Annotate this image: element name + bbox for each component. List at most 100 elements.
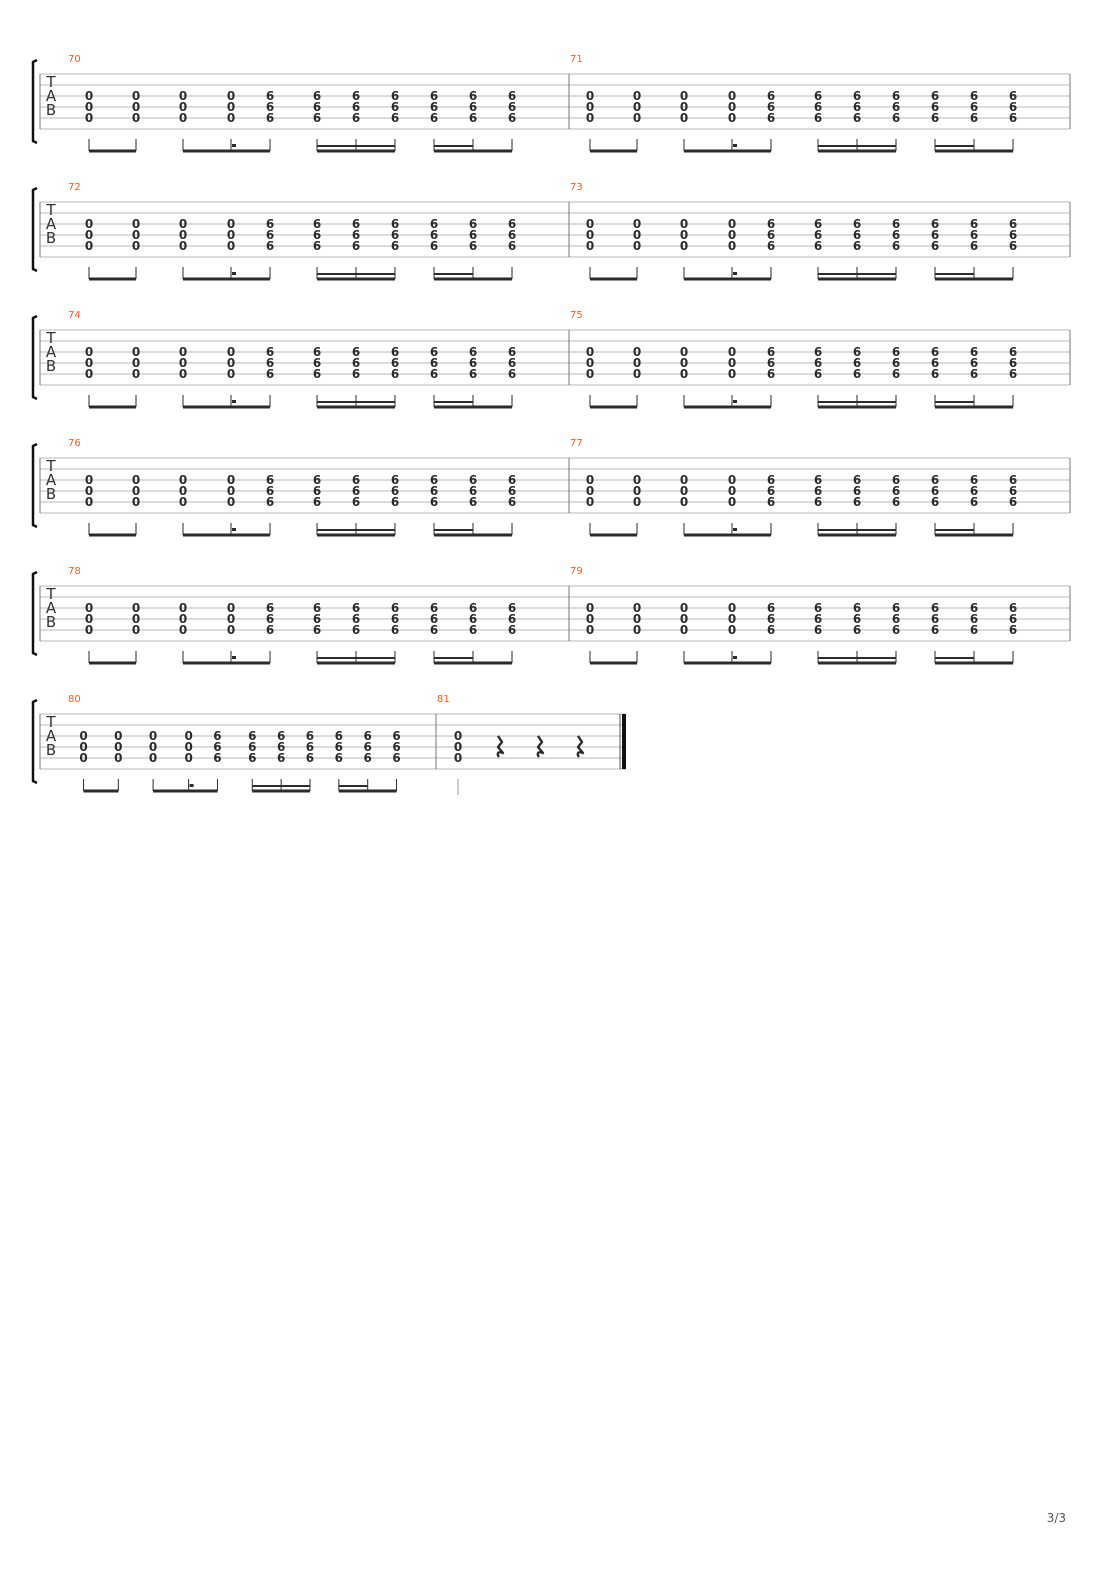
fret-number: 6	[352, 473, 360, 487]
fret-number: 0	[586, 484, 594, 498]
fret-number: 6	[392, 740, 400, 754]
fret-number: 0	[586, 623, 594, 637]
fret-number: 0	[680, 612, 688, 626]
fret-number: 6	[814, 601, 822, 615]
fret-number: 0	[227, 217, 235, 231]
fret-number: 6	[931, 484, 939, 498]
fret-number: 0	[633, 612, 641, 626]
tab-clef-letter: A	[46, 343, 57, 361]
fret-number: 6	[352, 345, 360, 359]
fret-number: 0	[728, 623, 736, 637]
fret-number: 6	[313, 100, 321, 114]
fret-number: 6	[313, 111, 321, 125]
fret-number: 0	[132, 612, 140, 626]
fret-number: 6	[313, 356, 321, 370]
fret-number: 0	[728, 484, 736, 498]
tab-system: TAB7000000000000066666666666666666666671…	[31, 54, 1071, 153]
fret-number: 6	[1009, 612, 1017, 626]
tab-clef-letter: T	[45, 329, 56, 347]
fret-number: 6	[1009, 217, 1017, 231]
fret-number: 6	[391, 367, 399, 381]
fret-number: 6	[892, 111, 900, 125]
fret-number: 0	[680, 111, 688, 125]
fret-number: 6	[248, 740, 256, 754]
fret-number: 0	[179, 89, 187, 103]
fret-number: 6	[313, 623, 321, 637]
fret-number: 6	[313, 367, 321, 381]
fret-number: 0	[85, 484, 93, 498]
fret-number: 6	[508, 111, 516, 125]
fret-number: 6	[352, 367, 360, 381]
fret-number: 6	[892, 239, 900, 253]
fret-number: 0	[728, 612, 736, 626]
fret-number: 0	[179, 217, 187, 231]
fret-number: 0	[179, 111, 187, 125]
fret-number: 6	[970, 228, 978, 242]
fret-number: 6	[931, 100, 939, 114]
fret-number: 0	[85, 601, 93, 615]
tab-clef-letter: T	[45, 73, 56, 91]
fret-number: 6	[430, 239, 438, 253]
fret-number: 0	[586, 612, 594, 626]
fret-number: 0	[132, 228, 140, 242]
fret-number: 6	[352, 89, 360, 103]
fret-number: 6	[364, 740, 372, 754]
fret-number: 6	[814, 495, 822, 509]
fret-number: 0	[132, 356, 140, 370]
dotted-rest-mark	[733, 656, 737, 659]
fret-number: 6	[266, 356, 274, 370]
fret-number: 6	[892, 473, 900, 487]
fret-number: 0	[586, 367, 594, 381]
fret-number: 6	[853, 345, 861, 359]
fret-number: 6	[814, 356, 822, 370]
fret-number: 6	[814, 89, 822, 103]
quarter-rest-icon	[576, 735, 585, 758]
fret-number: 0	[680, 89, 688, 103]
fret-number: 0	[184, 740, 192, 754]
fret-number: 0	[132, 217, 140, 231]
fret-number: 6	[970, 217, 978, 231]
fret-number: 6	[931, 89, 939, 103]
fret-number: 6	[213, 729, 221, 743]
fret-number: 6	[892, 89, 900, 103]
fret-number: 6	[892, 228, 900, 242]
tab-system: TAB7800000000000066666666666666666666679…	[31, 566, 1071, 665]
fret-number: 0	[179, 601, 187, 615]
fret-number: 6	[313, 484, 321, 498]
fret-number: 6	[364, 729, 372, 743]
fret-number: 6	[266, 228, 274, 242]
fret-number: 6	[1009, 111, 1017, 125]
fret-number: 6	[767, 623, 775, 637]
fret-number: 6	[1009, 601, 1017, 615]
fret-number: 6	[508, 612, 516, 626]
fret-number: 6	[814, 367, 822, 381]
system-bracket	[31, 698, 38, 785]
fret-number: 6	[391, 345, 399, 359]
fret-number: 0	[454, 751, 462, 765]
fret-number: 6	[430, 100, 438, 114]
fret-number: 6	[266, 217, 274, 231]
fret-number: 6	[814, 100, 822, 114]
fret-number: 6	[508, 601, 516, 615]
fret-number: 6	[266, 612, 274, 626]
fret-number: 6	[931, 623, 939, 637]
measure-number: 75	[570, 310, 583, 321]
fret-number: 6	[931, 495, 939, 509]
tab-system: TAB8000000000000066666666666666666666681…	[31, 694, 626, 795]
fret-number: 0	[728, 217, 736, 231]
fret-number: 0	[633, 100, 641, 114]
fret-number: 0	[179, 356, 187, 370]
fret-number: 6	[853, 623, 861, 637]
fret-number: 0	[633, 367, 641, 381]
fret-number: 6	[266, 495, 274, 509]
fret-number: 0	[85, 100, 93, 114]
fret-number: 6	[430, 228, 438, 242]
fret-number: 0	[79, 751, 87, 765]
fret-number: 0	[132, 495, 140, 509]
fret-number: 6	[1009, 239, 1017, 253]
fret-number: 0	[149, 729, 157, 743]
tab-clef-letter: A	[46, 87, 57, 105]
fret-number: 0	[227, 601, 235, 615]
fret-number: 6	[313, 473, 321, 487]
